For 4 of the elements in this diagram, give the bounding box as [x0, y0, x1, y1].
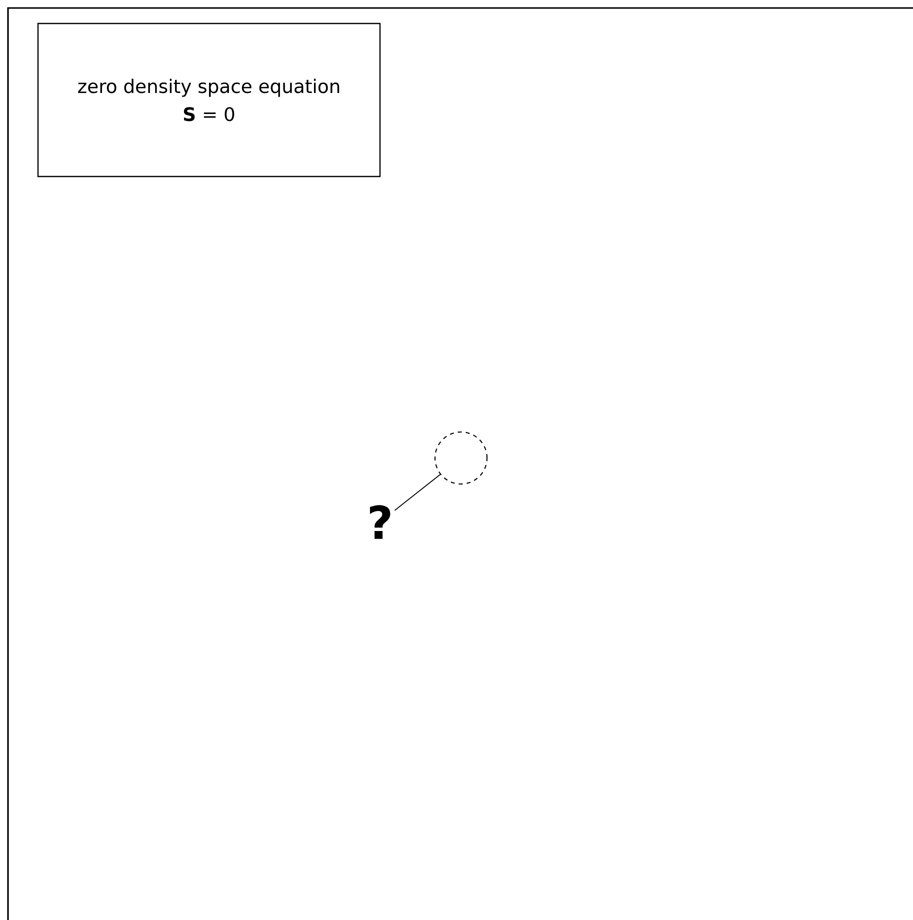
leader-line: [394, 474, 441, 511]
question-mark: ?: [370, 505, 390, 539]
equation-box: zero density space equation S = 0: [37, 22, 381, 178]
dashed-circle: [434, 431, 488, 485]
